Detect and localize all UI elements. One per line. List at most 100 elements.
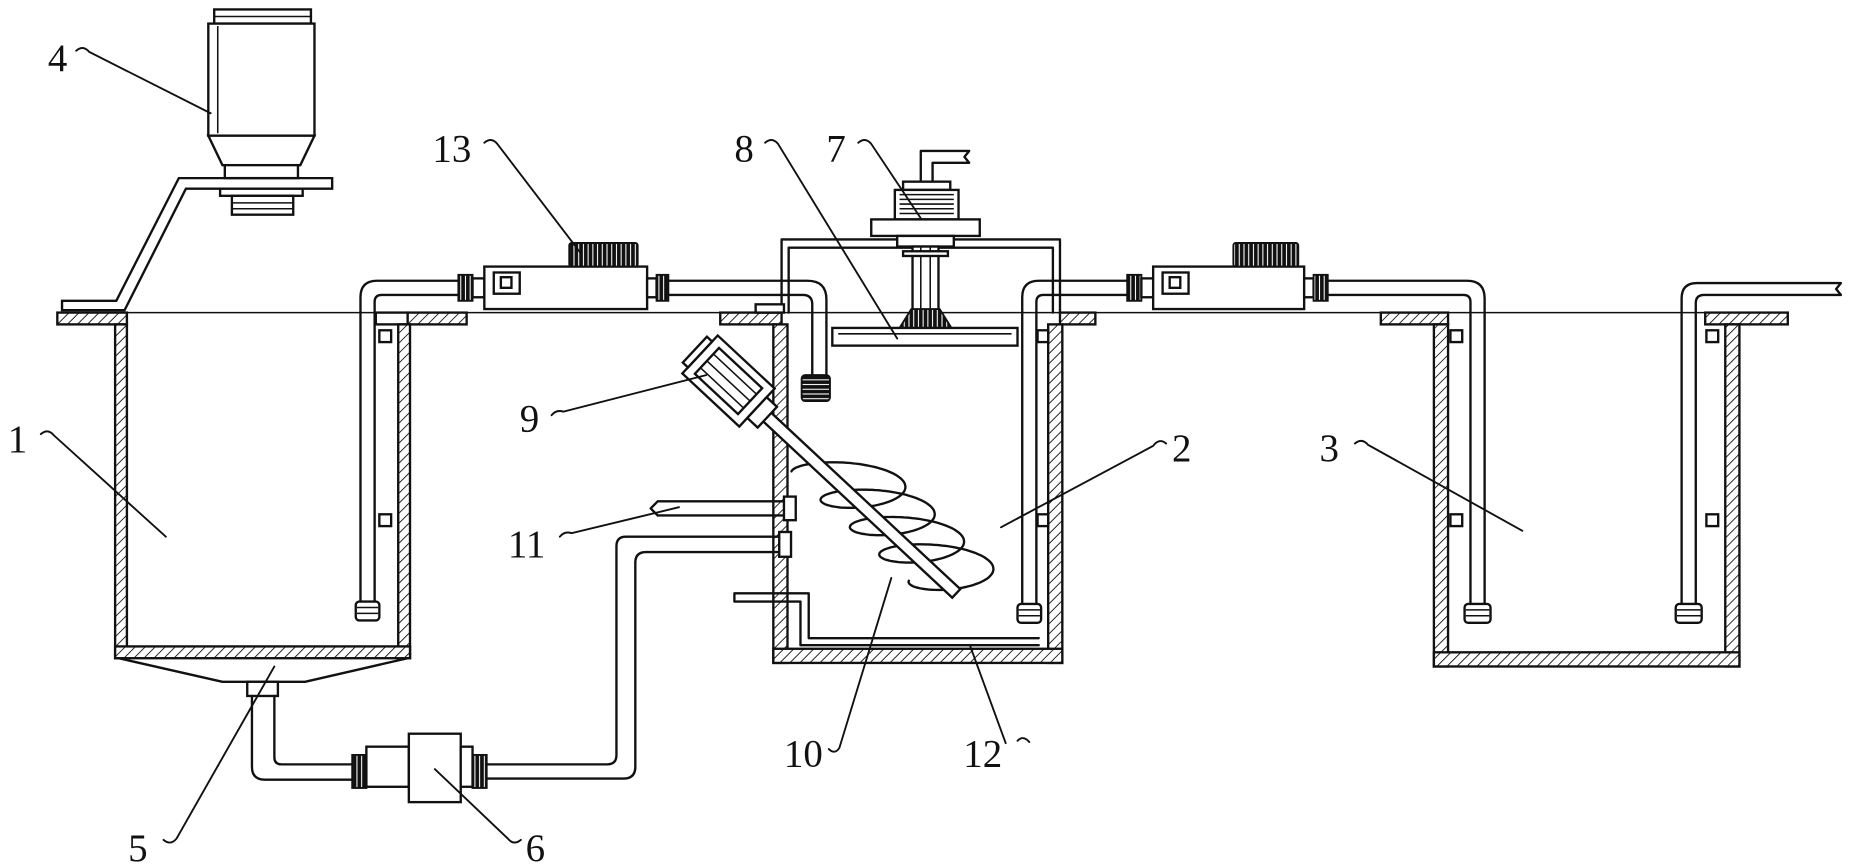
leader-3 [1353, 439, 1524, 532]
pump-6-body [407, 732, 462, 804]
tank-1-pipe-bracket [378, 513, 393, 528]
hopper-4-support-bracket [60, 176, 334, 312]
hopper-4-outlet [230, 194, 295, 216]
leader-12 [969, 645, 1031, 745]
leader-9 [550, 374, 708, 417]
tank-2-inlet-nozzle [800, 374, 831, 403]
motor-7-shaft-collar [901, 250, 950, 258]
hopper-4-neck [223, 163, 300, 180]
motor-7 [870, 149, 981, 312]
tank-1-return-pipe-walls [359, 279, 462, 603]
callout-13: 13 [432, 128, 471, 171]
callout-leaders [39, 47, 1524, 844]
pump-13-inlet-coupling [457, 273, 474, 302]
tank-1-right-flange [406, 311, 468, 326]
motor-9-coupling [745, 395, 779, 430]
tank-3-left-wall [1432, 323, 1450, 668]
pipe-11-fitting [782, 495, 797, 522]
disc-8-plate [831, 326, 1019, 347]
leader-8 [764, 139, 899, 340]
tank-1-flange-plate [374, 311, 409, 326]
pump-13-outlet-coupling [655, 273, 670, 302]
hopper-4 [60, 8, 334, 312]
pump-6-assembly [250, 530, 793, 804]
callout-11: 11 [508, 523, 545, 566]
pipe-12 [733, 592, 1040, 647]
leader-11 [558, 506, 680, 538]
transfer-pump [1126, 242, 1329, 311]
leader-2 [1000, 440, 1168, 529]
pump-13-terminal [499, 276, 513, 289]
hopper-4-body [207, 22, 316, 137]
callout-7: 7 [826, 128, 845, 171]
tank-1-return-pipe [354, 279, 462, 622]
cone-bottom-5 [117, 657, 409, 683]
tank-3-right-wall [1724, 323, 1741, 668]
tank-1-right-wall [397, 323, 412, 660]
motor-7-coil-windings [899, 193, 954, 215]
tank-3-inlet-pipe [1326, 279, 1492, 625]
callout-labels: 4 13 8 7 9 1 2 3 11 10 12 5 6 [8, 37, 1339, 867]
transfer-pump-motor-cap [1232, 242, 1300, 268]
pump-6-outlet-housing [459, 745, 474, 788]
callout-8: 8 [734, 128, 753, 171]
motor-9 [680, 333, 779, 430]
tank-3-outlet-pipe-walls [1680, 281, 1843, 606]
pump-6-suction-pipe [250, 694, 354, 781]
tank-1-pipe-nozzle [354, 600, 381, 622]
tank-2-inlet-pipe [780, 279, 831, 403]
callout-6: 6 [526, 827, 545, 867]
motor-9-fins [699, 353, 758, 409]
motor-7-shaft-lines [920, 246, 931, 311]
callout-1: 1 [8, 418, 27, 461]
tank-2 [719, 238, 1097, 665]
tank-2-left-flange [719, 311, 783, 326]
tank-1-pipe-bracket [378, 329, 393, 344]
tank-3-pipe-bracket [1705, 329, 1720, 344]
tank-2-overflow-pipe-walls [1021, 279, 1129, 606]
pump-13-motor-cap [568, 242, 639, 268]
transfer-pump-outlet-coupling [1312, 273, 1329, 302]
tank-3-bottom [1432, 651, 1741, 668]
tank-3 [1379, 311, 1789, 668]
pump-6-outlet-coupling [471, 753, 488, 789]
leader-1 [39, 430, 167, 538]
pump-6-inlet-coupling [351, 753, 368, 789]
callout-5: 5 [128, 827, 147, 867]
tank-3-outlet-pipe [1674, 281, 1843, 625]
tank-2-left-wall [772, 323, 789, 665]
disc-8 [831, 308, 1019, 347]
tank-2-inlet-pipe-walls [780, 279, 828, 377]
screw-10-helix [790, 461, 995, 592]
tank-2-left-plate [754, 303, 786, 314]
pump-6-inlet-housing [365, 745, 411, 788]
pump-13-discharge-pipe [667, 279, 783, 297]
tank-2-pipe-bracket [1036, 513, 1050, 528]
tank-3-pipe-bracket [1705, 513, 1720, 528]
transfer-pump-outlet-neck [1302, 277, 1315, 299]
tank-3-outlet-nozzle [1674, 602, 1703, 625]
tank-1-left-flange [56, 311, 129, 326]
callout-2: 2 [1172, 427, 1191, 470]
motor-7-cap [901, 180, 952, 192]
pump-13-outlet-neck [645, 277, 658, 299]
transfer-pump-inlet-coupling [1126, 273, 1143, 302]
callout-10: 10 [784, 733, 823, 776]
tank-3-right-flange [1704, 311, 1789, 326]
tank-2-pipe-bracket [1036, 329, 1050, 344]
motor-9-end-cap [681, 335, 714, 370]
pump-13-inlet-neck [471, 277, 486, 299]
leader-4 [75, 47, 212, 115]
callout-9: 9 [520, 398, 539, 441]
tank-3-inlet-pipe-walls [1326, 279, 1486, 606]
leader-7 [857, 139, 922, 220]
pipe-12-walls [733, 592, 1040, 647]
callout-4: 4 [48, 37, 67, 80]
motor-7-pipe [919, 149, 971, 186]
tank-3-left-flange [1379, 311, 1450, 326]
tank-2-overflow-pipe [1016, 279, 1129, 625]
leader-10 [827, 577, 893, 753]
agitator-assembly [680, 333, 995, 600]
hopper-4-taper [206, 134, 317, 167]
